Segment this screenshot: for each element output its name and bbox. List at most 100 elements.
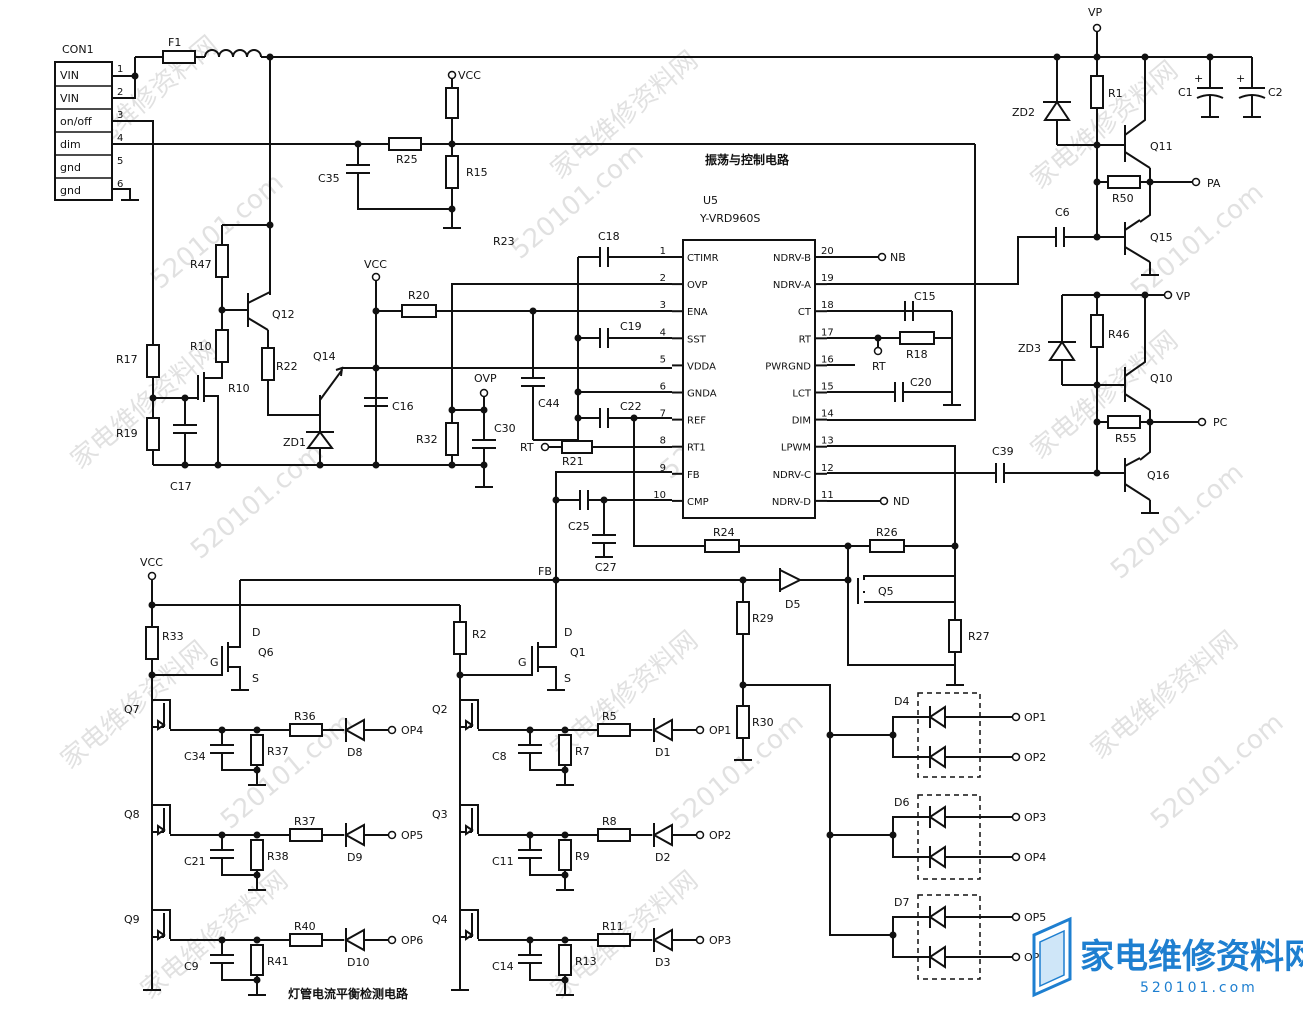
ic-pin-number: 12 [821,463,834,474]
nd-label: ND [893,495,910,508]
pc-label: PC [1213,416,1228,429]
c20-label: C20 [910,376,932,389]
power-input-rail: F1 [134,36,1252,225]
q5-label: Q5 [878,585,894,598]
output-label: OP5 [401,829,423,842]
con1-pin-num: 1 [117,64,123,75]
c30-label: C30 [494,422,516,435]
resistor-label: R37 [294,815,316,828]
r21-label: R21 [562,455,584,468]
c1-plus: + [1194,72,1203,85]
transistor-label: Q2 [432,703,448,716]
op3-label: OP3 [1024,811,1046,824]
ic-pin-number: 16 [821,354,834,365]
resistor-label: R38 [267,850,289,863]
resistor-label: R40 [294,920,316,933]
transistor-label: Q4 [432,913,448,926]
resistor-label: R9 [575,850,590,863]
transistor-label: Q7 [124,703,140,716]
r55-label: R55 [1115,432,1137,445]
ic-left-network: C18 C19 C44 C22 RT R21 [520,230,705,580]
watermark: 520101.com [215,708,359,836]
ic-pin-number: 8 [660,436,666,447]
ic-ref: U5 [703,194,718,207]
r19-label: R19 [116,427,138,440]
c25-label: C25 [568,520,590,533]
diode-label: D10 [347,956,369,969]
op1-label: OP1 [1024,711,1046,724]
ic-pin-number: 20 [821,246,834,257]
con1-pin-label: VIN [60,69,79,82]
r33-label: R33 [162,630,184,643]
ic-pin-number: 5 [660,354,666,365]
con1-label: CON1 [62,43,94,56]
ic-pin-number: 19 [821,273,834,284]
ic-pin-name: FB [687,470,700,481]
ic-body [682,239,816,519]
inductor [204,49,262,58]
cap-label: C11 [492,855,514,868]
watermark: 520101.com [1105,458,1249,586]
ic-pin-name: SST [687,334,707,345]
ic-pin-name: VDDA [687,361,716,372]
ic-pin-number: 17 [821,327,834,338]
r1-label: R1 [1108,87,1123,100]
resistor-label: R36 [294,710,316,723]
r18-label: R18 [906,348,928,361]
r24-label: R24 [713,526,735,539]
con1-pin-label: gnd [60,161,81,174]
watermark: 家电维修资料网 [1085,625,1244,765]
ic-right-network: NB RT R18 C15 C20 C39 ND [827,144,1126,546]
vcc-label: VCC [458,69,481,82]
nb-label: NB [890,251,906,264]
resistor-label: R8 [602,815,617,828]
r29-label: R29 [752,612,774,625]
con1-pin-label: dim [60,138,81,151]
q6-d-label: D [252,626,260,639]
driver-stage-c: VP ZD3 R46 Q10 R55 PC Q16 [1018,290,1228,514]
ic-pin-name: RT [799,334,812,345]
ic-pin-name: ENA [687,307,708,318]
ic-pin-number: 10 [653,490,666,501]
ic-pin-name: NDRV-B [773,253,811,264]
zd2-label: ZD2 [1012,106,1035,119]
r10-label: R10 [190,340,212,353]
rt-label-2: RT [872,360,886,373]
ic-pin-number: 15 [821,382,834,393]
connector-con1: CON1 VIN VIN on/off dim gnd gnd 1 2 3 4 … [54,43,975,345]
q15-label: Q15 [1150,231,1173,244]
con1-pin-num: 5 [117,156,123,167]
q12-label: Q12 [272,308,295,321]
q6-s-label: S [252,672,259,685]
c35-label: C35 [318,172,340,185]
r27-label: R27 [968,630,990,643]
feedback-network: R24 R26 FB D5 Q5 R27 R29 R3 [239,526,990,936]
zd1-label: ZD1 [283,436,306,449]
ic-pin-number: 4 [660,327,666,338]
r2-label: R2 [472,628,487,641]
con1-pin-label: VIN [60,92,79,105]
con1-pin-num: 6 [117,179,123,190]
r10b-label: R10 [228,382,250,395]
vcc-label-3: VCC [140,556,163,569]
ic-pin-name: CT [798,307,812,318]
c19-label: C19 [620,320,642,333]
ic-pin-number: 7 [660,409,666,420]
ic-pin-name: DIM [792,416,811,427]
ic-pin-name: OVP [687,280,708,291]
con1-pin-num: 4 [117,133,123,144]
r25-label: R25 [396,153,418,166]
zd3-label: ZD3 [1018,342,1041,355]
con1-body [54,61,113,201]
diode-label: D8 [347,746,362,759]
ic-pin-number: 11 [821,490,834,501]
cap-label: C34 [184,750,206,763]
output-label: OP1 [709,724,731,737]
fb-label: FB [538,565,552,578]
ic-left-pins: 1CTIMR2OVP3ENA4SST5VDDA6GNDA7REF8RT19FB1… [653,246,718,508]
section-title-balance: 灯管电流平衡检测电路 [288,986,409,1001]
output-label: OP2 [709,829,731,842]
